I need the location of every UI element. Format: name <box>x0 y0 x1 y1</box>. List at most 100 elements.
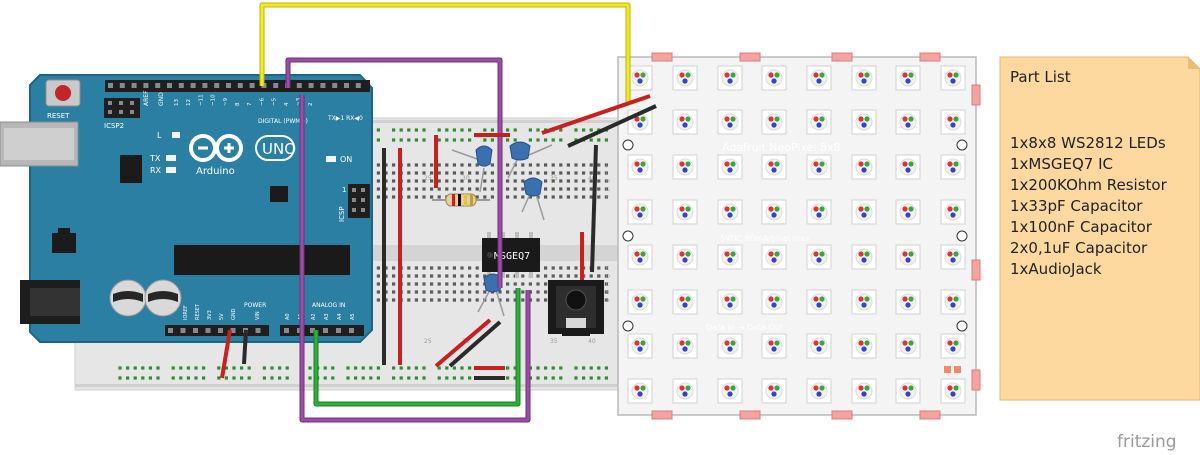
matrix-pad <box>971 259 981 281</box>
neopixel-red-die <box>724 116 730 122</box>
neopixel-lens <box>721 337 739 355</box>
breadboard-hole <box>490 187 494 191</box>
neopixel-green-die <box>774 161 780 167</box>
rail-hole <box>262 366 266 370</box>
uno-text: UNO <box>262 140 296 158</box>
neopixel-green-die <box>685 251 691 257</box>
breadboard-hole <box>468 171 472 175</box>
neopixel-red-die <box>768 296 774 302</box>
neopixel-red-die <box>902 72 908 78</box>
neopixel-blue-die <box>727 257 733 263</box>
breadboard-hole <box>604 179 608 183</box>
neopixel-green-die <box>908 251 914 257</box>
breadboard-hole <box>468 187 472 191</box>
breadboard-hole <box>468 179 472 183</box>
breadboard-hole <box>437 282 441 286</box>
breadboard-hole <box>589 195 593 199</box>
breadboard-hole <box>376 274 380 278</box>
rail-hole <box>574 128 578 132</box>
neopixel-red-die <box>902 296 908 302</box>
rail-hole <box>490 138 494 142</box>
breadboard-hole <box>521 274 525 278</box>
neopixel-lens <box>676 293 694 311</box>
rail-hole <box>270 376 274 380</box>
neopixel-blue-die <box>637 167 643 173</box>
wire-black-4 <box>567 104 657 148</box>
header-pin <box>214 83 220 88</box>
rail-hole <box>133 366 137 370</box>
rail-hole <box>445 366 449 370</box>
matrix-pad <box>971 369 981 391</box>
neopixel-green-die <box>819 385 825 391</box>
neopixel-blue-die <box>637 391 643 397</box>
wire-black-5 <box>590 144 598 273</box>
breadboard-hole <box>422 179 426 183</box>
icsp-body <box>348 184 370 218</box>
breadboard-hole <box>551 179 555 183</box>
breadboard-hole <box>521 163 525 167</box>
neopixel-lens <box>944 337 962 355</box>
rail-hole <box>141 366 145 370</box>
header-pin <box>230 328 236 333</box>
rail-hole <box>452 366 456 370</box>
neopixel-blue-die <box>905 302 911 308</box>
rail-hole <box>156 366 160 370</box>
txrx-label: TX▶1 RX◀0 <box>327 115 363 122</box>
breadboard-hole <box>475 163 479 167</box>
breadboard-row-label: F <box>606 195 609 201</box>
neopixel-green-die <box>774 251 780 257</box>
neopixel-blue-die <box>905 257 911 263</box>
neopixel-blue-die <box>771 122 777 128</box>
breadboard-hole <box>528 195 532 199</box>
neopixel-green-die <box>730 296 736 302</box>
rail-hole <box>376 128 380 132</box>
breadboard-hole <box>582 187 586 191</box>
neopixel-green-die <box>730 72 736 78</box>
rail-hole <box>536 376 540 380</box>
neopixel-red-die <box>858 340 864 346</box>
arduino-board <box>29 74 373 343</box>
neopixel-lens <box>721 248 739 266</box>
led-on <box>326 156 336 162</box>
part-list-item: 1xMSGEQ7 IC <box>1010 155 1113 173</box>
rail-hole <box>460 376 464 380</box>
rail-hole <box>217 366 221 370</box>
neopixel-lens <box>855 158 873 176</box>
breadboard-hole <box>460 187 464 191</box>
breadboard-hole <box>392 163 396 167</box>
breadboard-hole <box>376 187 380 191</box>
rail-hole <box>308 376 312 380</box>
neopixel-blue-die <box>637 122 643 128</box>
neopixel-green-die <box>640 385 646 391</box>
electrolytic-cap-1-band <box>113 291 143 302</box>
rail-hole <box>604 376 608 380</box>
neopixel-blue-die <box>727 302 733 308</box>
icsp-label: ICSP <box>338 206 346 222</box>
usb-chip <box>120 155 142 183</box>
voltage-regulator <box>52 233 76 253</box>
matrix-hole <box>956 320 968 332</box>
neopixel-blue-die <box>637 78 643 84</box>
breadboard-hole <box>430 179 434 183</box>
breadboard-column-label: 35 <box>550 175 558 182</box>
neopixel-blue-die <box>771 212 777 218</box>
part-list-item: 1x200KOhm Resistor <box>1010 176 1168 194</box>
neopixel-blue-die <box>861 78 867 84</box>
breadboard-hole <box>536 290 540 294</box>
matrix-pad <box>739 52 761 62</box>
breadboard-hole <box>589 171 593 175</box>
digital-pin-label: ~9 <box>223 97 229 106</box>
matrix-pad <box>739 410 761 420</box>
chip-leg <box>515 232 519 238</box>
breadboard-hole <box>452 266 456 270</box>
breadboard-hole <box>468 163 472 167</box>
neopixel-lens <box>810 382 828 400</box>
neopixel-green-die <box>953 72 959 78</box>
neopixel-blue-die <box>816 78 822 84</box>
breadboard-hole <box>452 290 456 294</box>
header-pin <box>193 328 198 333</box>
matrix-data-label: Data In → Data Out <box>706 323 783 332</box>
neopixel-green-die <box>685 385 691 391</box>
part-list-item: 2x0,1uF Capacitor <box>1010 239 1148 257</box>
breadboard-hole <box>528 171 532 175</box>
